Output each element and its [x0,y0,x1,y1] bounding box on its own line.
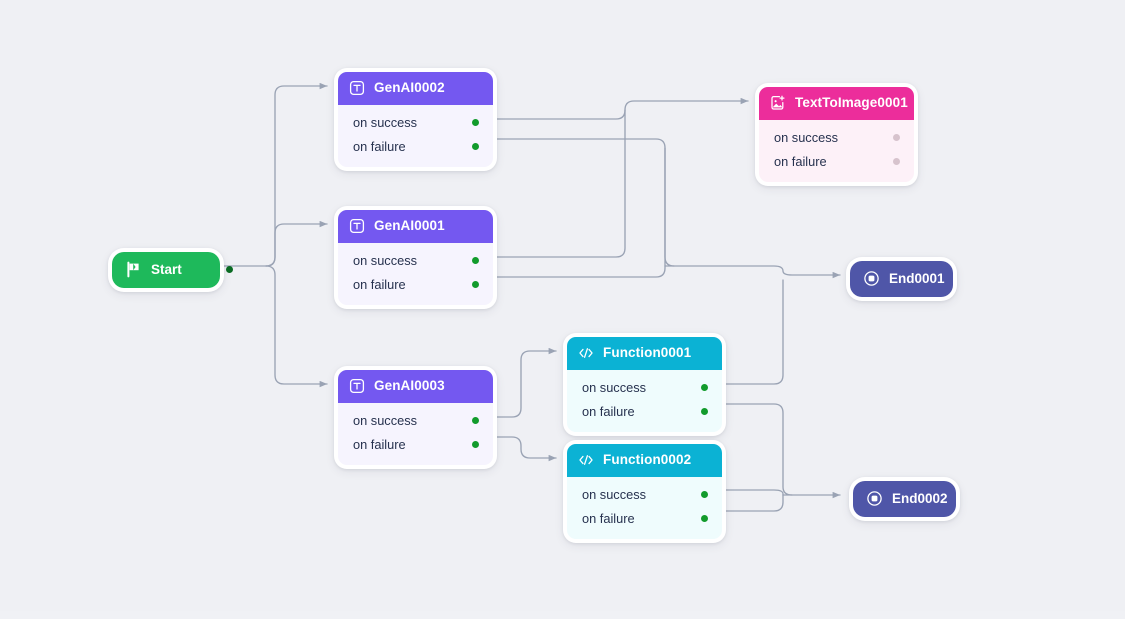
port-dot-failure[interactable] [472,441,479,449]
node-genai0001-body: on success on failure [338,243,493,305]
port-label-failure: on failure [582,403,635,419]
port-row-failure[interactable]: on failure [567,400,722,424]
node-genai0001-label: GenAI0001 [374,218,445,234]
port-row-failure[interactable]: on failure [338,433,493,457]
node-function0001[interactable]: Function0001 on success on failure [563,333,726,436]
port-row-failure[interactable]: on failure [759,150,914,174]
node-genai0001-header[interactable]: GenAI0001 [338,210,493,243]
node-genai0002-body: on success on failure [338,105,493,167]
port-dot-success[interactable] [701,491,708,499]
port-dot-failure[interactable] [472,143,479,151]
port-dot-failure[interactable] [472,281,479,289]
edge-start-genai0001 [265,220,328,267]
text-box-icon [349,378,365,394]
node-genai0003-header[interactable]: GenAI0003 [338,370,493,403]
edge-genai0001-success-texttoimage [496,109,626,258]
edge-genai0002-success-texttoimage [496,97,749,120]
node-genai0003-body: on success on failure [338,403,493,465]
image-sparkle-icon [770,95,786,111]
port-row-success[interactable]: on success [759,126,914,150]
node-genai0001[interactable]: GenAI0001 on success on failure [334,206,497,309]
port-dot-success[interactable] [701,384,708,392]
flag-icon [125,261,142,278]
port-row-failure[interactable]: on failure [338,135,493,159]
port-row-success[interactable]: on success [338,409,493,433]
edge-start-genai0002 [265,82,328,267]
text-box-icon [349,80,365,96]
node-genai0002[interactable]: GenAI0002 on success on failure [334,68,497,171]
edge-genai0001-failure [496,147,666,278]
node-genai0002-header[interactable]: GenAI0002 [338,72,493,105]
node-genai0002-label: GenAI0002 [374,80,445,96]
port-label-failure: on failure [353,276,406,292]
port-row-success[interactable]: on success [338,249,493,273]
code-icon [578,345,594,361]
edge-function0002-success-end0002 [725,489,784,496]
target-icon [863,270,880,287]
node-genai0003-label: GenAI0003 [374,378,445,394]
edge-function0001-success-end0001 [725,279,784,385]
node-function0001-label: Function0001 [603,345,692,361]
text-box-icon [349,218,365,234]
node-end0001[interactable]: End0001 [846,257,957,301]
target-icon [866,490,883,507]
edge-function0001-failure-end0002 [725,403,793,496]
edge-function0002-failure-end0002 [725,494,784,512]
port-row-failure[interactable]: on failure [338,273,493,297]
start-output-port[interactable] [225,266,233,273]
node-function0001-header[interactable]: Function0001 [567,337,722,370]
canvas-bottom-strip [0,611,1125,619]
port-label-success: on success [582,380,647,395]
port-label-failure: on failure [582,510,635,526]
port-row-success[interactable]: on success [338,111,493,135]
port-label-success: on success [353,115,418,130]
port-label-failure: on failure [353,436,406,452]
port-row-success[interactable]: on success [567,483,722,507]
port-dot-failure[interactable] [701,408,708,416]
node-start[interactable]: Start [108,248,233,292]
node-function0002-label: Function0002 [603,452,692,468]
node-function0001-body: on success on failure [567,370,722,432]
port-label-success: on success [353,253,418,268]
node-genai0003[interactable]: GenAI0003 on success on failure [334,366,497,469]
node-function0002[interactable]: Function0002 on success on failure [563,440,726,543]
port-label-failure: on failure [774,153,827,169]
port-row-success[interactable]: on success [567,376,722,400]
port-label-success: on success [774,130,839,145]
node-texttoimage0001-header[interactable]: TextToImage0001 [759,87,914,120]
port-dot-success[interactable] [472,257,479,265]
port-label-success: on success [353,413,418,428]
code-icon [578,452,594,468]
port-dot-success[interactable] [472,119,479,127]
node-texttoimage0001-body: on success on failure [759,120,914,182]
edge-genai0003-success-function0001 [496,347,557,418]
node-texttoimage0001-label: TextToImage0001 [795,95,908,111]
node-function0002-body: on success on failure [567,477,722,539]
port-dot-failure[interactable] [701,515,708,523]
node-start-label: Start [151,261,182,277]
edge-start-genai0003 [265,265,328,388]
node-end0001-label: End0001 [889,270,945,286]
node-function0002-header[interactable]: Function0002 [567,444,722,477]
port-dot-success[interactable] [472,417,479,425]
node-end0002[interactable]: End0002 [849,477,960,521]
port-label-failure: on failure [353,138,406,154]
port-dot-failure[interactable] [893,158,900,166]
edge-into-end0001 [664,265,841,279]
port-label-success: on success [582,487,647,502]
node-texttoimage0001[interactable]: TextToImage0001 on success on failure [755,83,918,186]
node-end0002-label: End0002 [892,490,948,506]
edge-genai0003-failure-function0002 [496,436,557,462]
port-row-failure[interactable]: on failure [567,507,722,531]
port-dot-success[interactable] [893,134,900,142]
edge-genai0002-failure [496,138,675,267]
